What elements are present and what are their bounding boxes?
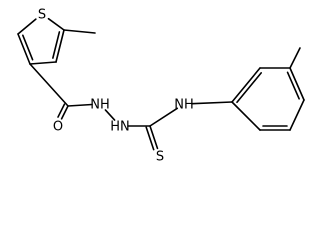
bond-a6-a1 [231, 101, 261, 131]
bond-c4-c5 [17, 33, 31, 65]
bond-a1-a2 [231, 67, 261, 103]
bond-a3-me2 [289, 47, 301, 69]
bond-a1-a2-inner [236, 72, 262, 104]
atom-label-s1: S [38, 8, 46, 23]
bond-n3-a1 [191, 101, 233, 105]
bond-c7-o1 [60, 105, 69, 120]
bond-a4-a5 [289, 99, 305, 131]
atom-label-n1: NH [90, 98, 110, 113]
bond-a3-a4 [289, 67, 305, 101]
bond-c7-n1 [67, 103, 93, 107]
bond-c4-c7 [29, 63, 69, 107]
atom-label-s2: S [156, 150, 164, 165]
bond-c2-c3-inner [52, 31, 61, 59]
atom-label-n3: NH [174, 98, 194, 113]
bond-n1-n2 [104, 109, 116, 121]
bond-c7-o1-second [57, 103, 66, 118]
bond-a3-a4-inner [286, 71, 300, 100]
bond-c8-n3 [149, 107, 179, 127]
bond-c4-c5-inner [22, 34, 34, 61]
atom-label-o1: O [53, 120, 63, 135]
bond-c2-c3 [55, 29, 65, 63]
bond-c5-s1 [17, 18, 37, 35]
bonds-layer [17, 17, 305, 151]
bond-c2-me1 [63, 29, 96, 34]
bond-c8-s2-second [145, 126, 155, 151]
bond-s1-c2 [47, 17, 65, 31]
bond-c3-c4 [29, 61, 57, 65]
atom-label-n2: HN [110, 120, 130, 135]
bond-c8-s2 [149, 125, 159, 150]
